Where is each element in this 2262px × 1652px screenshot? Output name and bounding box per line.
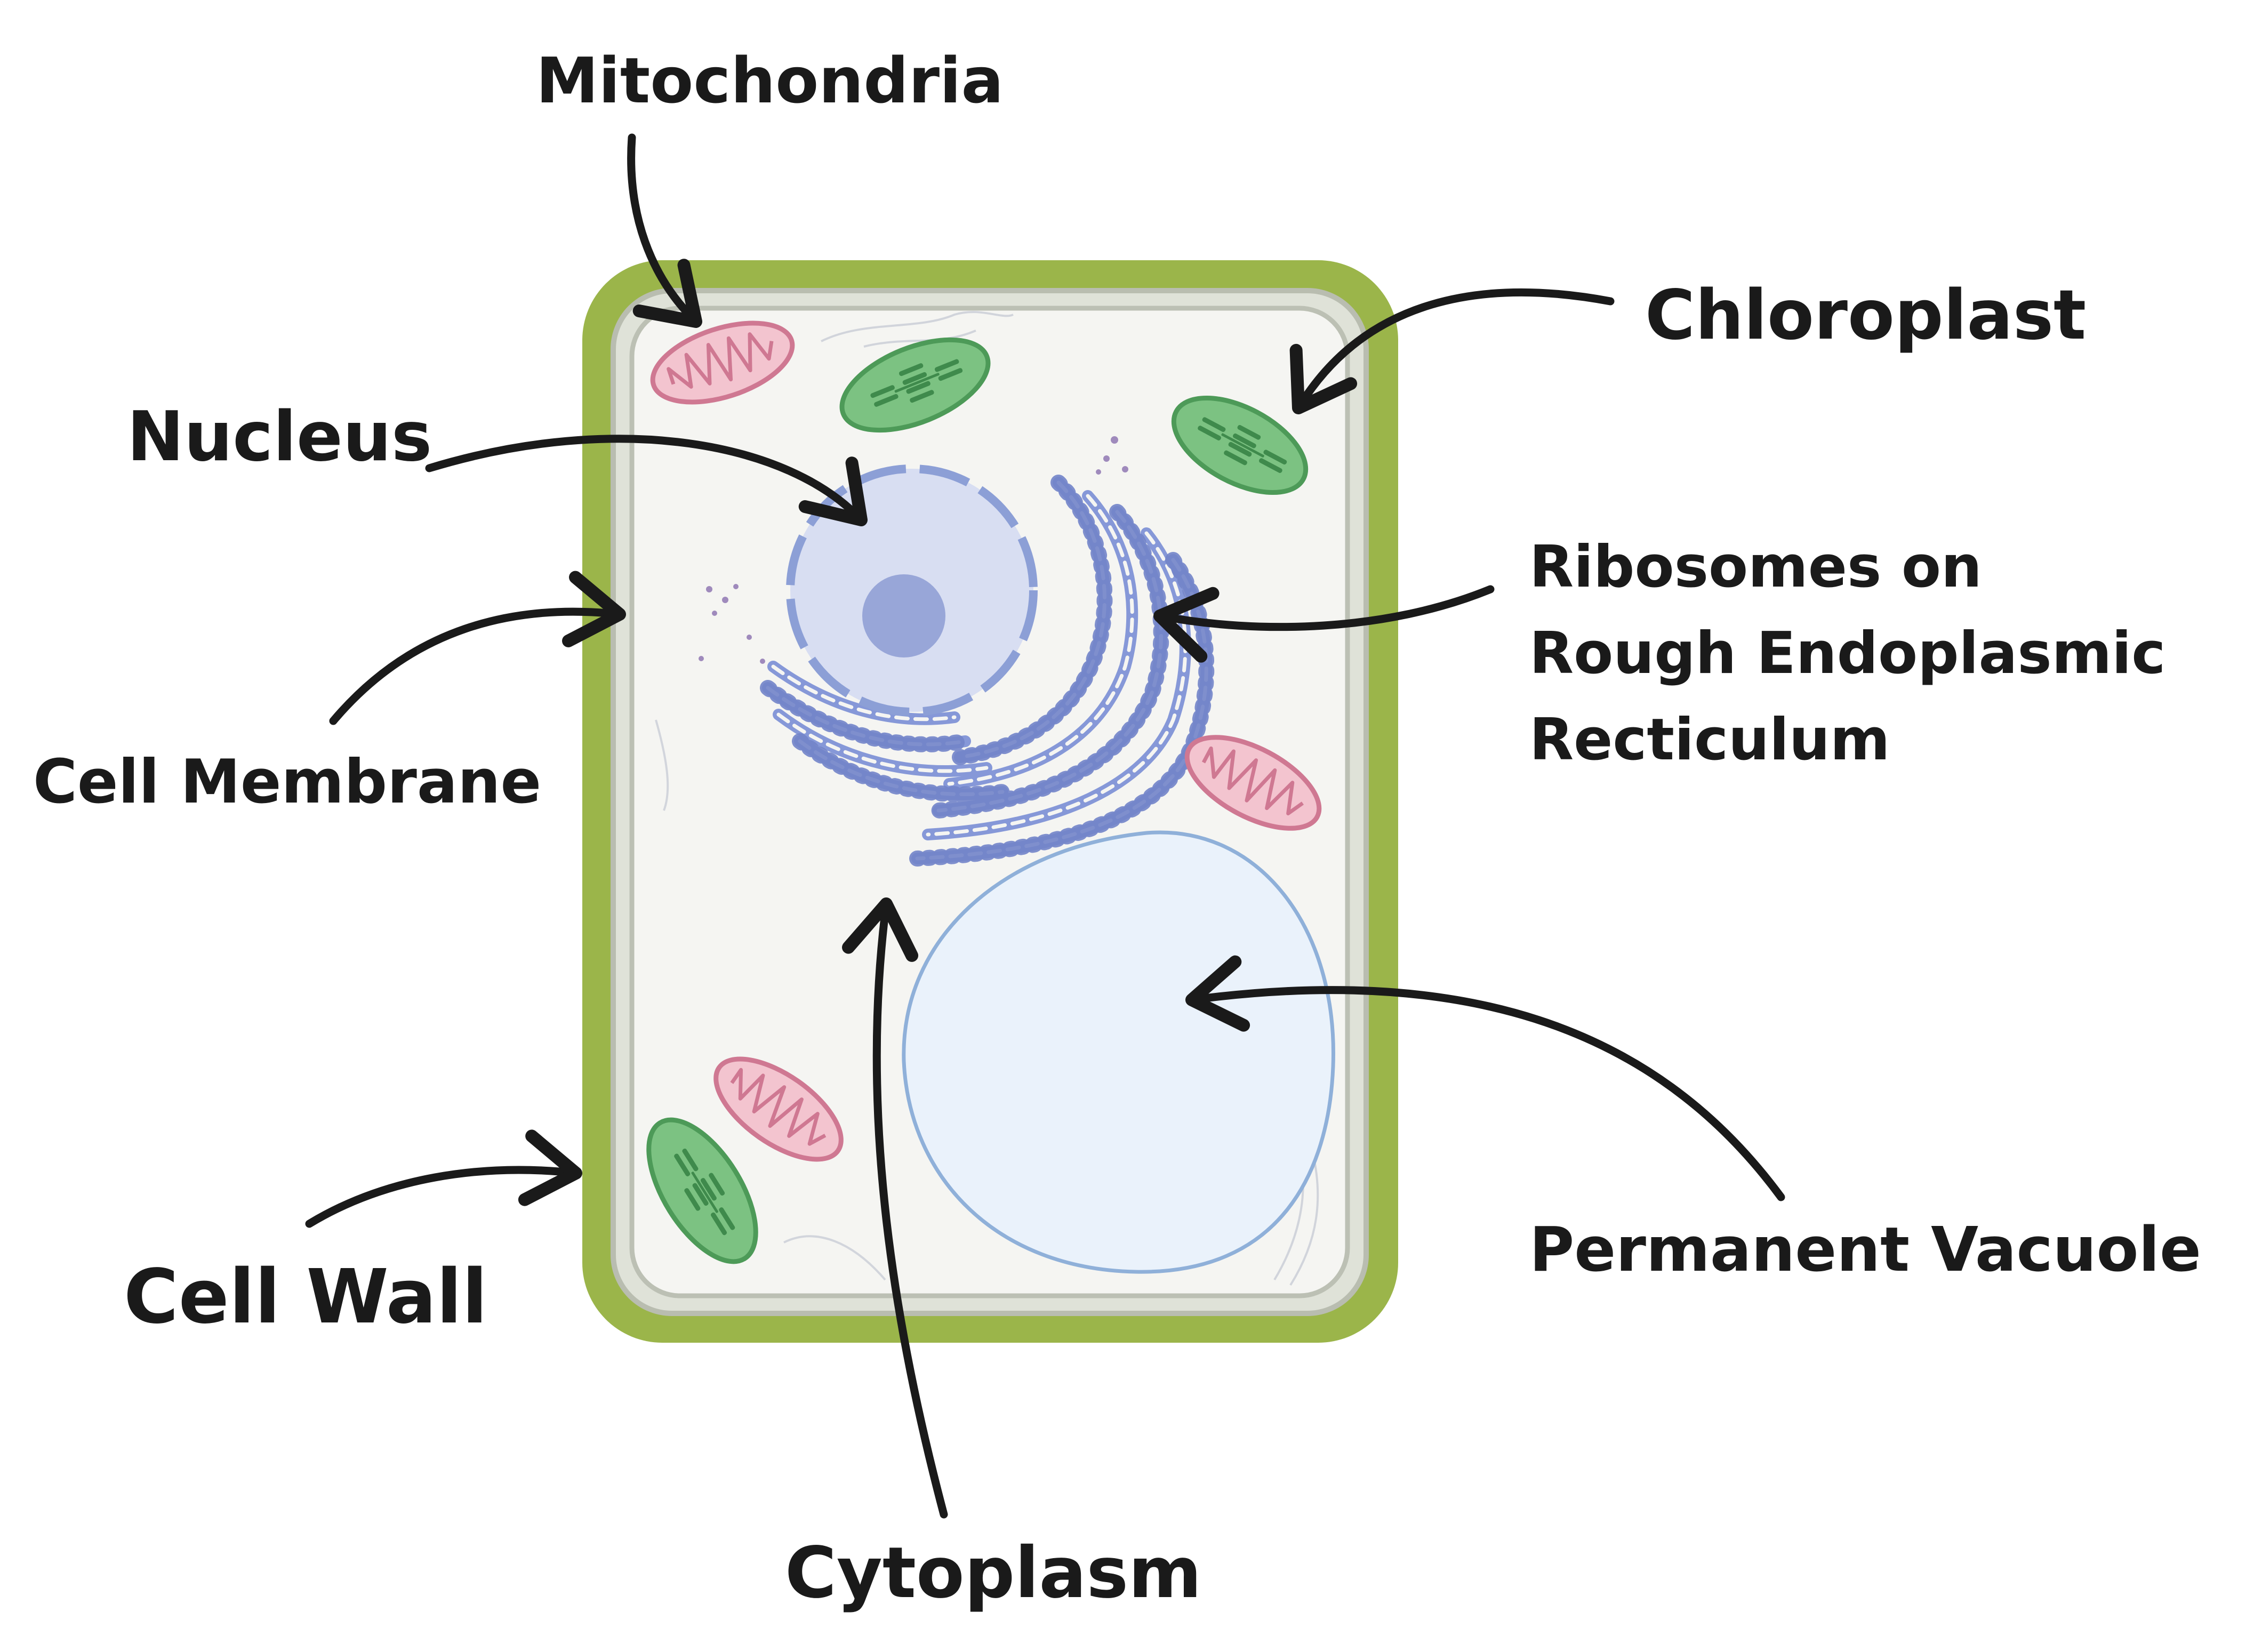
arrow-nucleus — [425, 435, 868, 526]
nucleolus — [862, 574, 945, 657]
label-ribosomes-line2: Rough Endoplasmic — [1529, 620, 2165, 687]
label-permanent-vacuole: Permanent Vacuole — [1529, 1214, 2201, 1286]
label-ribosomes-line3: Recticulum — [1529, 707, 1890, 773]
arrow-cytoplasm — [842, 897, 948, 1519]
arrow-mitochondria — [627, 133, 702, 328]
chloroplast-top — [839, 337, 991, 433]
permanent-vacuole — [902, 830, 1335, 1274]
arrow-cell-wall — [305, 1129, 582, 1228]
chloroplast-right — [1171, 395, 1309, 495]
label-cytoplasm: Cytoplasm — [785, 1532, 1202, 1614]
label-mitochondria: Mitochondria — [536, 44, 1004, 117]
arrow-ribosomes — [1153, 585, 1495, 663]
mitochondrion-top — [650, 320, 795, 405]
vesicles — [699, 436, 1128, 664]
label-chloroplast: Chloroplast — [1645, 276, 2086, 355]
label-ribosomes-line1: Ribosomes on — [1529, 534, 1982, 600]
label-nucleus: Nucleus — [127, 397, 432, 477]
label-cell-wall: Cell Wall — [124, 1254, 487, 1341]
label-cell-membrane: Cell Membrane — [33, 747, 541, 817]
mitochondrion-right — [1184, 735, 1322, 831]
mitochondrion-bottom — [713, 1056, 844, 1162]
arrow-chloroplast — [1289, 288, 1615, 414]
chloroplast-bottom — [646, 1117, 758, 1264]
arrow-cell-membrane — [329, 571, 626, 725]
arrow-vacuole — [1185, 955, 1785, 1201]
